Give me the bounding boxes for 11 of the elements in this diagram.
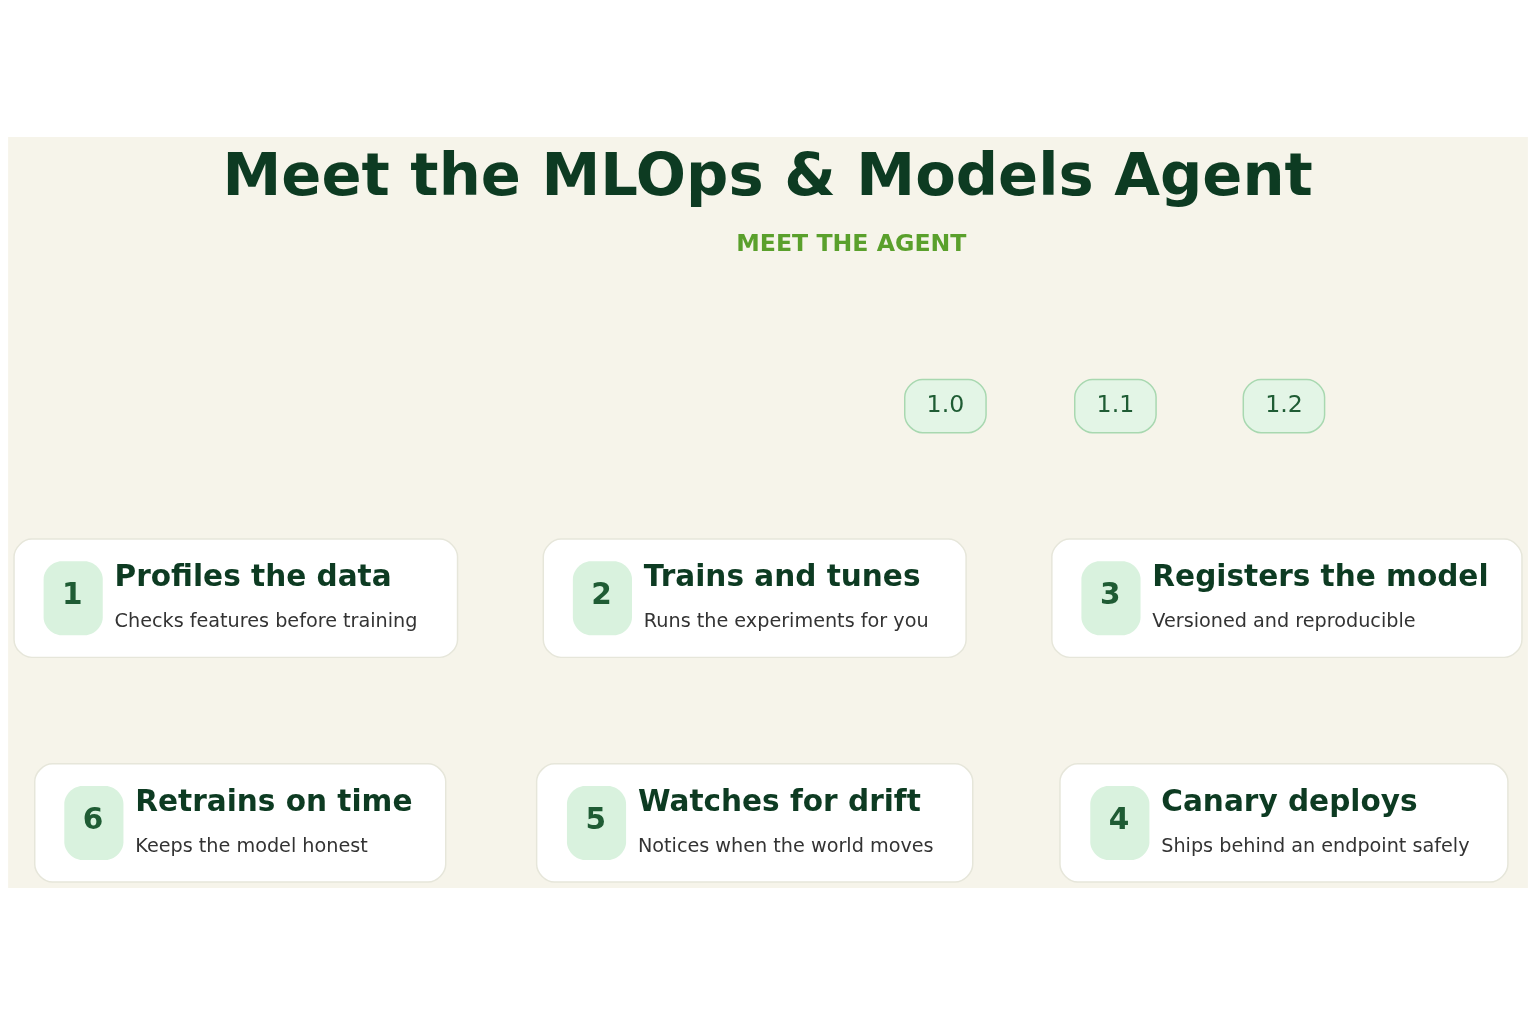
diagram-title: Meet the MLOps & Models Agent — [222, 139, 1313, 209]
node-box: 2 Trains and tunes Runs the experiments for you — [542, 537, 967, 658]
label: MEET THE AGENT — [736, 228, 967, 257]
label: 1.2 — [1265, 389, 1303, 418]
node-box: 4 Canary deploys Ships behind an endpoint safely — [1059, 762, 1509, 883]
node-box: 3 Registers the model Versioned and reproducible — [1051, 537, 1523, 658]
label: 1.0 — [926, 389, 965, 418]
node-box: 5 Watches for drift Notices when the world moves — [535, 762, 974, 883]
node-box: 1 Profiles the data Checks features before training — [13, 537, 459, 658]
label: 1.1 — [1096, 389, 1135, 418]
node-box: 6 Retrains on time Keeps the model honest — [34, 762, 447, 883]
